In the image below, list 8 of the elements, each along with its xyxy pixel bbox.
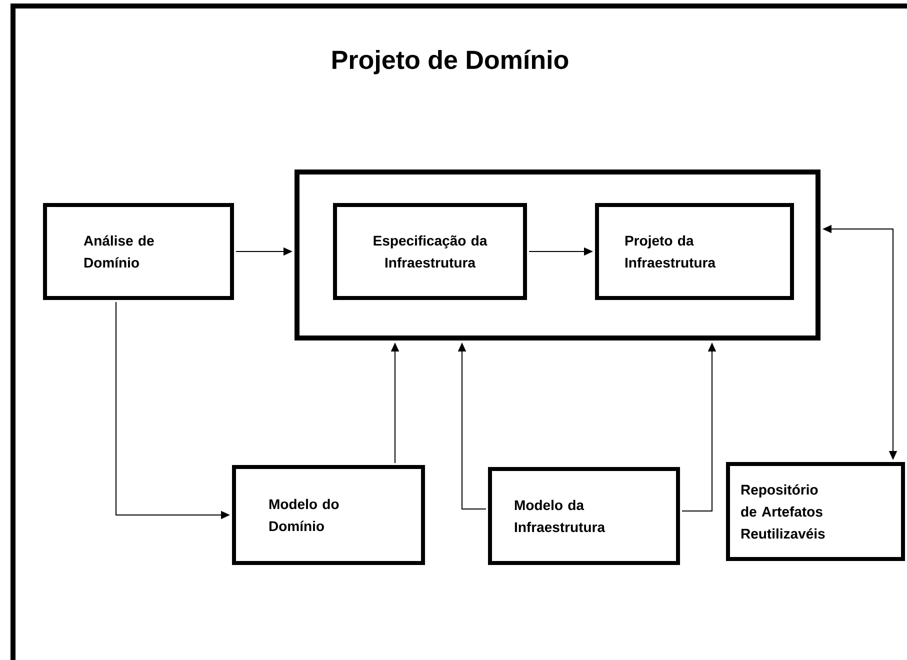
process-box: Modelo do Domínio <box>232 465 425 565</box>
process-box: Repositório de Artefatos Reutilizavéis <box>726 462 905 561</box>
container-box <box>294 170 820 340</box>
title: Projeto de Domínio <box>332 50 568 74</box>
process-box: Modelo da Infraestrutura <box>488 467 680 565</box>
process-box: Projeto da Infraestrutura <box>595 203 794 300</box>
process-box: Especificação da Infraestrutura <box>333 203 527 300</box>
process-box: Análise de Domínio <box>43 203 234 300</box>
